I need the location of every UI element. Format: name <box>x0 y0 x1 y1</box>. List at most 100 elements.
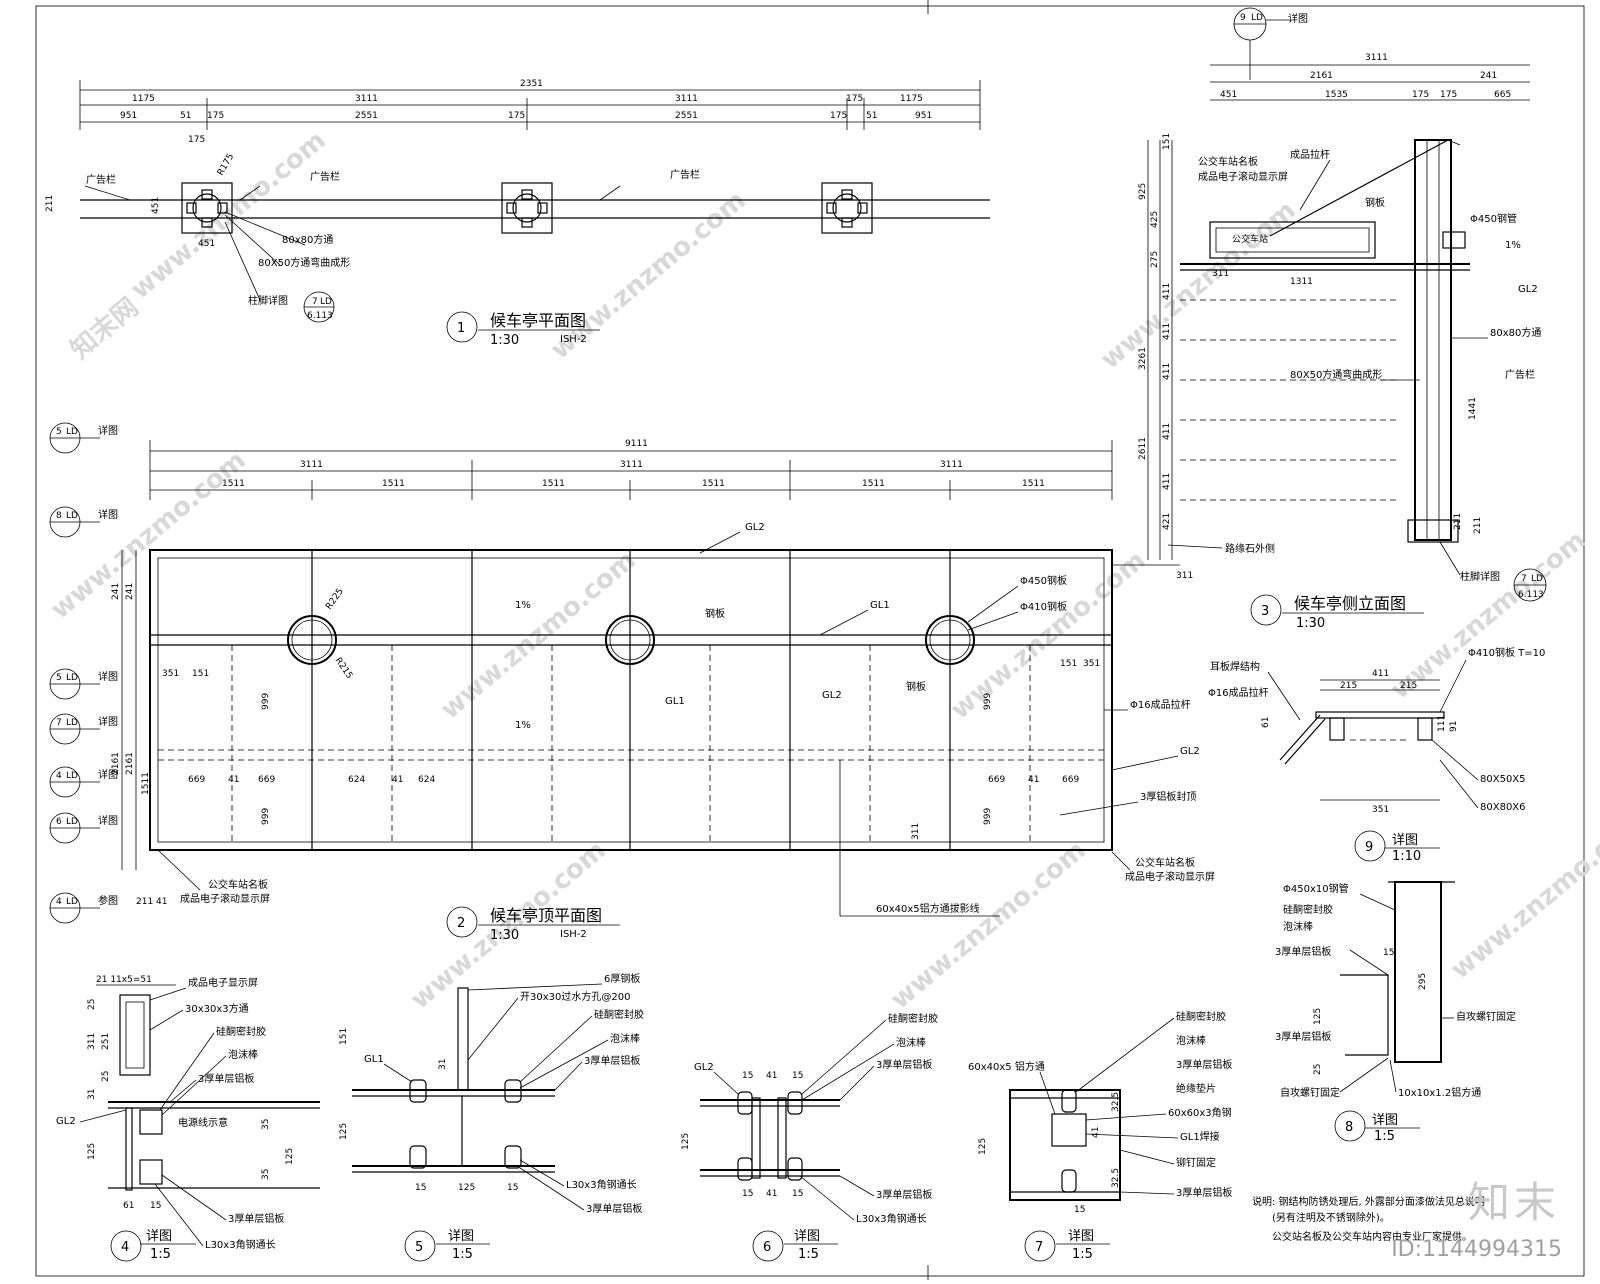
svg-text:451: 451 <box>1220 90 1237 100</box>
svg-text:3111: 3111 <box>940 460 963 470</box>
svg-text:3厚单层铝板: 3厚单层铝板 <box>1275 945 1331 958</box>
svg-text:LD: LD <box>66 817 78 827</box>
svg-text:3厚单层铝板: 3厚单层铝板 <box>876 1188 932 1201</box>
detail-4: 21 11x5=51 25 311 251 25 31 125 35 35 12… <box>56 975 320 1262</box>
svg-text:295: 295 <box>1418 973 1428 990</box>
svg-text:5: 5 <box>56 427 62 437</box>
svg-text:详图: 详图 <box>98 814 118 827</box>
svg-text:成品拉杆: 成品拉杆 <box>1290 148 1330 161</box>
svg-text:1%: 1% <box>1505 240 1521 251</box>
plan-dim-r1-1: 3111 <box>355 94 378 104</box>
plan-label-ad2: 广告栏 <box>310 170 340 183</box>
svg-text:425: 425 <box>1150 211 1160 228</box>
svg-text:GL2: GL2 <box>694 1062 714 1073</box>
roof-title-circle <box>446 906 478 938</box>
svg-text:7: 7 <box>312 297 318 307</box>
svg-text:5: 5 <box>56 673 62 683</box>
svg-text:35: 35 <box>261 1119 271 1130</box>
svg-text:151: 151 <box>192 669 209 679</box>
svg-text:1:10: 1:10 <box>1392 849 1421 864</box>
svg-text:LD: LD <box>1251 13 1263 23</box>
svg-text:公交车站名板: 公交车站名板 <box>1198 155 1258 168</box>
svg-text:GL1: GL1 <box>364 1054 384 1065</box>
svg-text:LD: LD <box>66 427 78 437</box>
svg-text:硅酮密封胶: 硅酮密封胶 <box>1283 903 1333 916</box>
svg-text:211: 211 <box>1473 517 1483 534</box>
svg-text:311: 311 <box>911 823 921 840</box>
svg-text:311: 311 <box>1176 571 1193 581</box>
plan-dim-r2-6: 175 <box>830 111 847 121</box>
plan-column-1 <box>181 182 233 234</box>
svg-text:41: 41 <box>766 1189 777 1199</box>
brand-watermark: 知末 <box>1467 1178 1560 1227</box>
svg-text:1311: 1311 <box>1290 277 1313 287</box>
watermark-1: 知末网 <box>65 292 144 365</box>
svg-text:151: 151 <box>339 1028 349 1045</box>
svg-text:2161: 2161 <box>111 752 121 775</box>
plan-dim-r2-0: 951 <box>120 111 137 121</box>
svg-text:详图: 详图 <box>98 670 118 683</box>
svg-text:详图: 详图 <box>1392 833 1418 848</box>
side-scale: 1:30 <box>1296 616 1325 631</box>
svg-text:3厚单层铝板: 3厚单层铝板 <box>586 1202 642 1215</box>
plan-title-circle <box>446 311 478 343</box>
plan-dim-r2-8: 951 <box>915 111 932 121</box>
svg-text:999: 999 <box>983 693 993 710</box>
svg-text:6.113: 6.113 <box>1518 590 1544 600</box>
svg-text:泡沫棒: 泡沫棒 <box>1283 920 1313 933</box>
plan-label-foot: 柱脚详图 <box>248 294 288 307</box>
roof-scale: 1:30 <box>490 928 519 943</box>
svg-text:80X80X6: 80X80X6 <box>1480 802 1526 813</box>
svg-text:999: 999 <box>261 693 271 710</box>
svg-text:1511: 1511 <box>542 479 565 489</box>
svg-text:泡沫棒: 泡沫棒 <box>896 1036 926 1049</box>
svg-text:铆钉固定: 铆钉固定 <box>1176 1156 1216 1169</box>
svg-text:60x40x5 铝方通: 60x40x5 铝方通 <box>968 1060 1045 1073</box>
svg-text:411: 411 <box>1162 283 1172 300</box>
svg-text:311: 311 <box>1212 269 1229 279</box>
svg-text:2161: 2161 <box>1310 71 1333 81</box>
svg-text:1511: 1511 <box>1022 479 1045 489</box>
svg-text:411: 411 <box>1162 473 1172 490</box>
side-column <box>1414 139 1452 541</box>
svg-text:GL1焊接: GL1焊接 <box>1180 1130 1220 1143</box>
svg-text:公交车站名板: 公交车站名板 <box>208 878 268 891</box>
detail-8: 295 125 25 15 Φ450x10钢管 硅酮密封胶 泡沫棒 3厚单层铝板… <box>1275 881 1516 1144</box>
svg-text:669: 669 <box>258 775 275 785</box>
svg-text:80X50X5: 80X50X5 <box>1480 774 1526 785</box>
svg-text:Φ410钢板: Φ410钢板 <box>1020 600 1067 613</box>
svg-text:925: 925 <box>1138 183 1148 200</box>
svg-text:3111: 3111 <box>300 460 323 470</box>
svg-text:251: 251 <box>101 1033 111 1050</box>
svg-text:411: 411 <box>1372 669 1389 679</box>
svg-text:成品电子滚动显示屏: 成品电子滚动显示屏 <box>1198 170 1288 183</box>
svg-text:泡沫棒: 泡沫棒 <box>610 1032 640 1045</box>
d9-plate <box>1315 711 1445 719</box>
svg-text:L30x3角钢通长: L30x3角钢通长 <box>856 1212 927 1225</box>
svg-text:Φ450x10钢管: Φ450x10钢管 <box>1283 882 1349 895</box>
svg-text:3厚单层铝板: 3厚单层铝板 <box>228 1212 284 1225</box>
plan-dim-w-v: 451 <box>151 197 161 214</box>
svg-text:详图: 详图 <box>98 715 118 728</box>
svg-text:411: 411 <box>1162 363 1172 380</box>
svg-text:60x60x3角钢: 60x60x3角钢 <box>1168 1106 1232 1119</box>
d4-screen <box>119 994 151 1076</box>
svg-text:15: 15 <box>1383 948 1394 958</box>
detail-7: 125 32.5 32.5 41 15 60x40x5 铝方通 硅酮密封胶 泡沫… <box>968 1010 1232 1262</box>
svg-text:LD: LD <box>66 673 78 683</box>
svg-text:21 11x5=51: 21 11x5=51 <box>96 975 152 985</box>
svg-text:624: 624 <box>348 775 365 785</box>
svg-text:详图: 详图 <box>1288 12 1308 25</box>
plan-column-2 <box>501 182 553 234</box>
roof-title: 候车亭顶平面图 <box>490 906 602 925</box>
svg-text:421: 421 <box>1162 513 1172 530</box>
svg-text:211 41: 211 41 <box>136 897 168 907</box>
plan-column-3 <box>821 182 873 234</box>
svg-text:61: 61 <box>123 1201 134 1211</box>
svg-text:3厚单层铝板: 3厚单层铝板 <box>1275 1030 1331 1043</box>
svg-text:9: 9 <box>1365 840 1373 855</box>
svg-text:详图: 详图 <box>1372 1113 1398 1128</box>
svg-text:411: 411 <box>1162 323 1172 340</box>
svg-text:8: 8 <box>56 511 62 521</box>
